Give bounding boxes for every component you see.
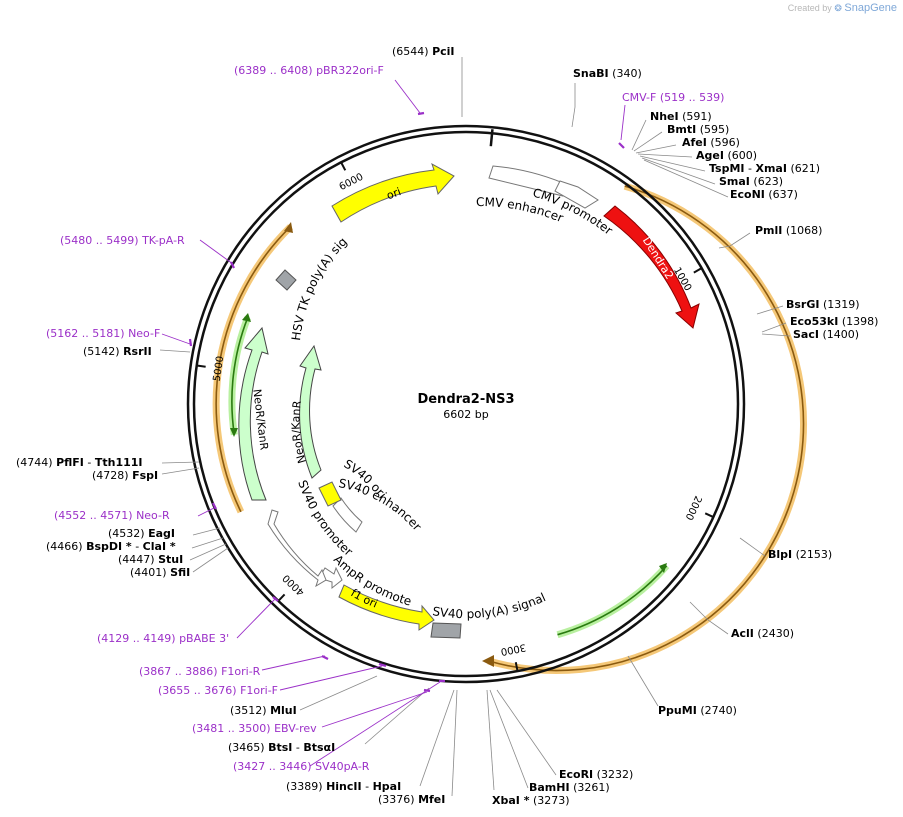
site-label-saci[interactable]: SacI (1400) bbox=[793, 328, 859, 341]
site-label-bmti[interactable]: BmtI (595) bbox=[667, 123, 729, 136]
site-label-afei[interactable]: AfeI (596) bbox=[682, 136, 740, 149]
tick-label-2000: 2000 bbox=[683, 494, 704, 522]
site-label-eco53ki[interactable]: Eco53kI (1398) bbox=[790, 315, 878, 328]
tick-mark-6000 bbox=[340, 161, 347, 171]
site-label-bsrgi[interactable]: BsrGI (1319) bbox=[786, 298, 860, 311]
site-label-bamhi[interactable]: BamHI (3261) bbox=[529, 781, 610, 794]
feature-f1-ori[interactable] bbox=[338, 584, 435, 631]
site-label-nhei[interactable]: NheI (591) bbox=[650, 110, 712, 123]
tick-label-5000: 5000 bbox=[212, 355, 226, 382]
site-label-pcii[interactable]: (6544) PciI bbox=[392, 45, 455, 58]
site-label-pmli[interactable]: PmlI (1068) bbox=[755, 224, 822, 237]
orf-left bbox=[212, 222, 293, 514]
tick-mark-1000 bbox=[693, 267, 703, 274]
feature-hsv-tk-polya-signal[interactable] bbox=[275, 269, 297, 291]
tick-mark-5000 bbox=[196, 364, 206, 368]
tick-label-4000: 4000 bbox=[281, 572, 307, 598]
feature-ampr-promoter[interactable] bbox=[318, 566, 343, 590]
site-label-acli[interactable]: AclI (2430) bbox=[731, 627, 794, 640]
site-label-tspmi-xmai[interactable]: TspMI - XmaI (621) bbox=[709, 162, 820, 175]
site-label-fspi[interactable]: (4728) FspI bbox=[92, 469, 158, 482]
primer-label-cmv-f[interactable]: CMV-F (519 .. 539) bbox=[622, 91, 724, 104]
primer-label-neo-r[interactable]: (4552 .. 4571) Neo-R bbox=[54, 509, 170, 522]
plasmid-length: 6602 bp bbox=[443, 408, 488, 421]
site-label-sfii[interactable]: (4401) SfiI bbox=[130, 566, 190, 579]
primer-connector-lines bbox=[161, 79, 626, 767]
site-label-xbai[interactable]: XbaI * (3273) bbox=[492, 794, 570, 807]
feature-neor-kanr-outer[interactable] bbox=[238, 326, 269, 501]
feature-sv40-promoter[interactable] bbox=[267, 509, 327, 588]
site-label-snabi[interactable]: SnaBI (340) bbox=[573, 67, 642, 80]
orf-left-inner bbox=[228, 313, 251, 437]
site-labels: (6544) PciI SnaBI (340) NheI (591) BmtI … bbox=[16, 45, 878, 807]
feature-ori[interactable] bbox=[331, 162, 455, 223]
feature-label-dendra2: Dendra2 bbox=[640, 235, 676, 282]
site-label-agei[interactable]: AgeI (600) bbox=[696, 149, 757, 162]
snapgene-logo-icon: ❂ bbox=[834, 3, 842, 13]
tick-label-3000: 3000 bbox=[500, 641, 527, 657]
tick-mark-3000 bbox=[514, 662, 519, 672]
site-label-mfei[interactable]: (3376) MfeI bbox=[378, 793, 445, 806]
primer-label-neo-f[interactable]: (5162 .. 5181) Neo-F bbox=[46, 327, 160, 340]
feature-dendra2[interactable] bbox=[603, 205, 700, 329]
primer-label-f1ori-r[interactable]: (3867 .. 3886) F1ori-R bbox=[139, 665, 261, 678]
site-label-ppumi[interactable]: PpuMI (2740) bbox=[658, 704, 737, 717]
site-label-hincii-hpai[interactable]: (3389) HincII - HpaI bbox=[286, 780, 401, 793]
site-label-mlui[interactable]: (3512) MluI bbox=[230, 704, 297, 717]
primer-label-f1ori-f[interactable]: (3655 .. 3676) F1ori-F bbox=[158, 684, 278, 697]
site-label-eagi[interactable]: (4532) EagI bbox=[108, 527, 175, 540]
feature-label-sv40-polya-signal: SV40 poly(A) signal bbox=[431, 590, 547, 621]
watermark-brand: SnapGene bbox=[844, 2, 897, 14]
site-label-rsrii[interactable]: (5142) RsrII bbox=[83, 345, 152, 358]
feature-neor-kanr-inner[interactable] bbox=[299, 344, 322, 479]
plasmid-name: Dendra2-NS3 bbox=[417, 392, 514, 407]
feature-sv40-polya-signal[interactable] bbox=[430, 622, 462, 639]
plasmid-backbone bbox=[186, 124, 746, 684]
primer-ticks bbox=[188, 111, 625, 693]
feature-label-hsv-tk-polya-signal: HSV TK poly(A) signal bbox=[0, 0, 350, 341]
primer-labels: (6389 .. 6408) pBR322ori-F CMV-F (519 ..… bbox=[46, 64, 724, 773]
primer-label-ebv-rev[interactable]: (3481 .. 3500) EBV-rev bbox=[192, 722, 317, 735]
feature-label-neor-kanr-outer: NeoR/KanR bbox=[250, 388, 270, 451]
tick-mark-4000 bbox=[277, 593, 286, 602]
site-label-smai[interactable]: SmaI (623) bbox=[719, 175, 783, 188]
primer-label-tk-pa-r[interactable]: (5480 .. 5499) TK-pA-R bbox=[60, 234, 185, 247]
watermark-prefix: Created by bbox=[787, 3, 832, 13]
orf-green bbox=[556, 563, 670, 639]
feature-cmv-promoter[interactable] bbox=[554, 180, 599, 209]
site-label-btsi[interactable]: (3465) BtsI - BtsαI bbox=[228, 741, 335, 754]
primer-label-sv40pa-r[interactable]: (3427 .. 3446) SV40pA-R bbox=[233, 760, 370, 773]
site-label-ecori[interactable]: EcoRI (3232) bbox=[559, 768, 633, 781]
feature-sv40-enhancer[interactable] bbox=[332, 497, 363, 533]
site-label-pflfi-tth111i[interactable]: (4744) PflFI - Tth111I bbox=[16, 456, 143, 469]
site-label-stui[interactable]: (4447) StuI bbox=[118, 553, 183, 566]
site-label-blpi[interactable]: BlpI (2153) bbox=[768, 548, 832, 561]
feature-label-ori: ori bbox=[385, 185, 403, 202]
watermark: Created by ❂ SnapGene bbox=[788, 2, 897, 14]
site-connector-lines bbox=[159, 57, 791, 797]
primer-label-pbabe-3[interactable]: (4129 .. 4149) pBABE 3' bbox=[97, 632, 229, 645]
primer-label-pbr322ori-f[interactable]: (6389 .. 6408) pBR322ori-F bbox=[234, 64, 384, 77]
origin-marker bbox=[489, 129, 494, 147]
site-label-bspdi-clai[interactable]: (4466) BspDI * - ClaI * bbox=[46, 540, 176, 553]
tick-mark-2000 bbox=[704, 512, 714, 518]
feature-sv40-ori[interactable] bbox=[318, 481, 342, 507]
site-label-econi[interactable]: EcoNI (637) bbox=[730, 188, 798, 201]
